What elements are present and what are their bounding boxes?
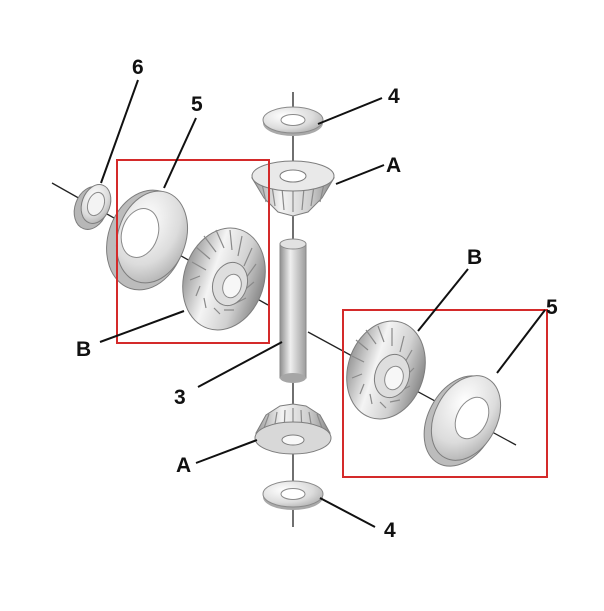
- label-5-left: 5: [191, 93, 203, 116]
- leader-b-left: [99, 310, 185, 343]
- leader-b-right: [417, 268, 469, 332]
- leader-a-top: [335, 164, 385, 185]
- right-thrust-washer: [423, 375, 502, 467]
- leader-6: [100, 79, 139, 184]
- bottom-washer: [262, 480, 324, 510]
- left-small-washer: [73, 184, 112, 230]
- label-6: 6: [132, 56, 144, 79]
- leader-4-top: [317, 97, 383, 125]
- bottom-pinion-gear: [254, 403, 332, 455]
- label-5-right: 5: [546, 296, 558, 319]
- label-b-right: B: [467, 246, 482, 269]
- label-4-bottom: 4: [384, 519, 396, 542]
- leader-5-right: [496, 309, 546, 374]
- leader-3: [197, 341, 283, 388]
- right-highlight-box: [342, 309, 548, 478]
- label-4-top: 4: [388, 85, 400, 108]
- top-pinion-gear: [251, 160, 335, 217]
- label-b-left: B: [76, 338, 91, 361]
- left-thrust-washer: [106, 189, 188, 291]
- leader-a-bottom: [195, 439, 258, 464]
- leader-5-left: [163, 117, 197, 189]
- label-a-top: A: [386, 154, 401, 177]
- left-side-gear: [182, 227, 266, 331]
- right-side-gear: [346, 320, 426, 420]
- leader-4-bottom: [319, 497, 376, 528]
- label-a-bottom: A: [176, 454, 191, 477]
- left-highlight-box: [116, 159, 270, 344]
- label-3: 3: [174, 386, 186, 409]
- cross-shaft: [279, 238, 307, 383]
- top-washer: [262, 106, 324, 136]
